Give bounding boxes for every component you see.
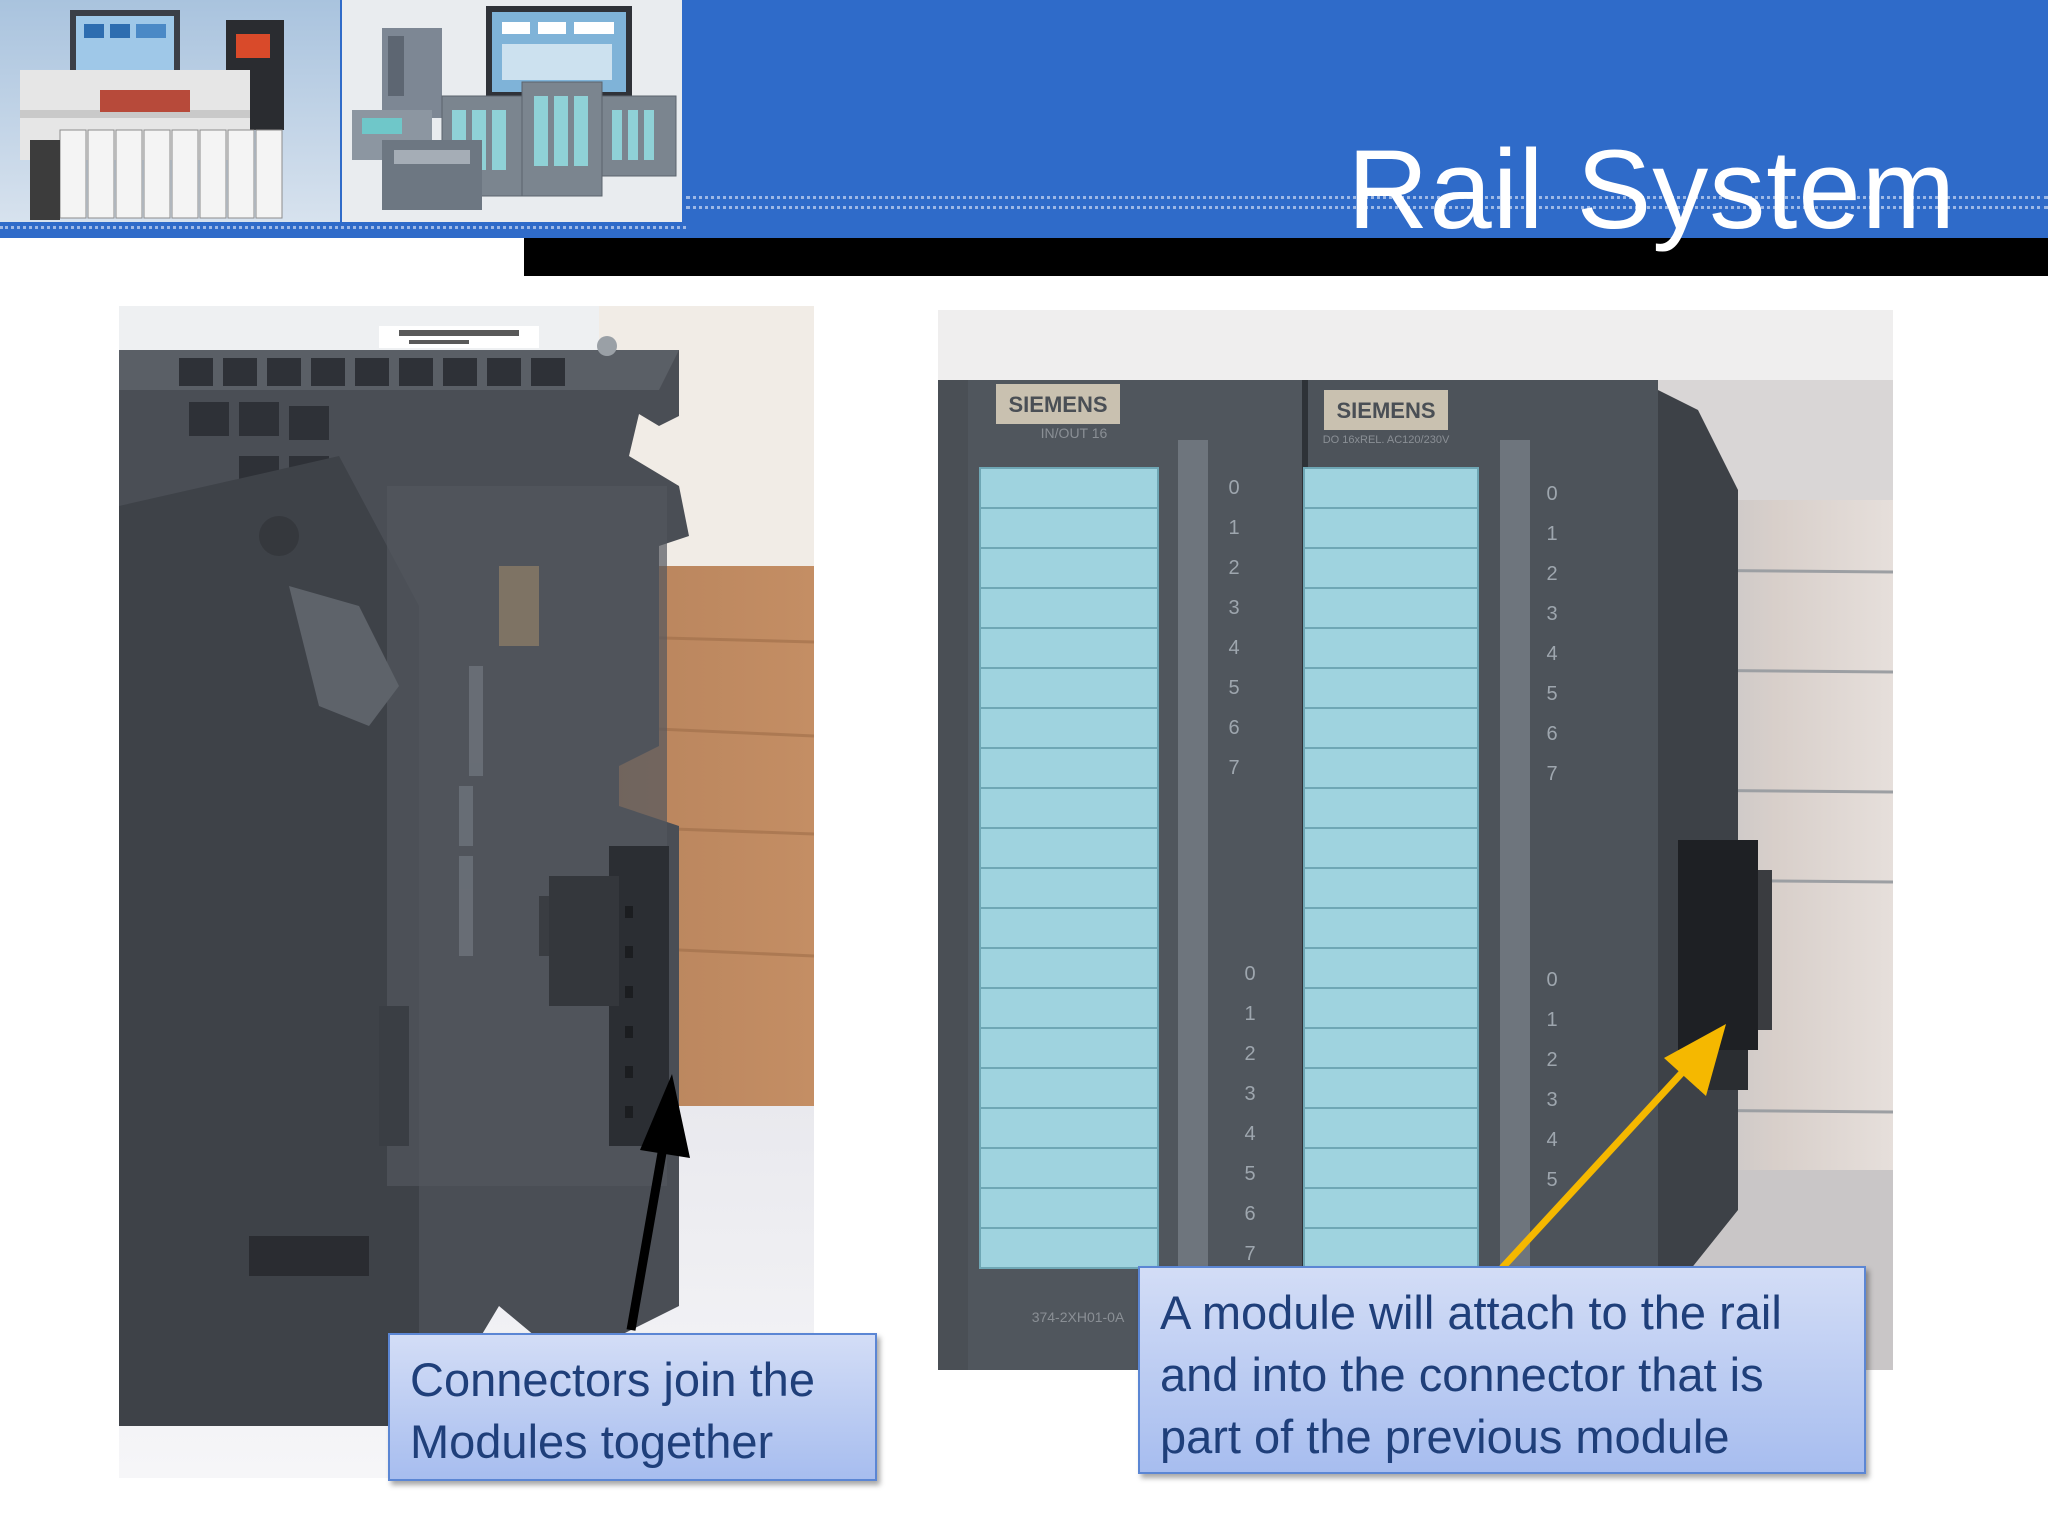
module1-brand-label: SIEMENS [1008, 392, 1107, 417]
module1-type-label: IN/OUT 16 [1041, 425, 1108, 441]
channel-number: 3 [1228, 597, 1239, 619]
channel-number: 5 [1228, 677, 1239, 699]
channel-number: 7 [1244, 1243, 1255, 1265]
channel-number: 1 [1228, 517, 1239, 539]
channel-number: 1 [1546, 523, 1557, 545]
channel-number: 0 [1546, 483, 1557, 505]
header-divider [686, 206, 2048, 209]
modules-on-rail-photo: SIEMENS SIEMENS IN/OUT 16 DO 16xREL. AC1… [938, 310, 1893, 1370]
channel-number: 4 [1546, 643, 1557, 665]
channel-number: 3 [1546, 1089, 1557, 1111]
module2-type-label: DO 16xREL. AC120/230V [1323, 434, 1450, 446]
left-callout: Connectors join the Modules together [388, 1333, 877, 1481]
right-callout: A module will attach to the rail and int… [1138, 1266, 1866, 1474]
module2-brand-label: SIEMENS [1336, 398, 1435, 423]
module-side-photo [119, 306, 814, 1478]
banner-plc-photo-1 [0, 0, 340, 222]
channel-number: 5 [1546, 1169, 1557, 1191]
channel-number: 7 [1546, 763, 1557, 785]
channel-number: 1 [1546, 1009, 1557, 1031]
channel-number: 5 [1244, 1163, 1255, 1185]
left-callout-line-2: Modules together [410, 1415, 774, 1468]
channel-number: 4 [1244, 1123, 1255, 1145]
channel-number: 4 [1546, 1129, 1557, 1151]
channel-number: 0 [1228, 477, 1239, 499]
right-callout-line-3: part of the previous module [1160, 1410, 1730, 1463]
channel-number: 3 [1546, 603, 1557, 625]
channel-number: 0 [1546, 969, 1557, 991]
channel-number: 2 [1244, 1043, 1255, 1065]
channel-number: 6 [1228, 717, 1239, 739]
channel-number: 7 [1228, 757, 1239, 779]
module1-part-label: 374-2XH01-0A [1032, 1309, 1125, 1325]
left-callout-line-1: Connectors join the [410, 1353, 815, 1406]
slide-title: Rail System [1347, 127, 1956, 253]
channel-number: 5 [1546, 683, 1557, 705]
right-callout-line-2: and into the connector that is [1160, 1348, 1764, 1401]
header-black-bar [524, 238, 2048, 276]
channel-number: 4 [1228, 637, 1239, 659]
channel-number: 6 [1546, 723, 1557, 745]
channel-number: 3 [1244, 1083, 1255, 1105]
header-divider [686, 196, 2048, 199]
banner-plc-photo-2 [342, 0, 682, 222]
header-divider [0, 226, 686, 229]
right-callout-line-1: A module will attach to the rail [1160, 1286, 1782, 1339]
channel-number: 2 [1228, 557, 1239, 579]
channel-number: 2 [1546, 563, 1557, 585]
channel-number: 0 [1244, 963, 1255, 985]
channel-number: 6 [1244, 1203, 1255, 1225]
channel-number: 1 [1244, 1003, 1255, 1025]
channel-number: 2 [1546, 1049, 1557, 1071]
